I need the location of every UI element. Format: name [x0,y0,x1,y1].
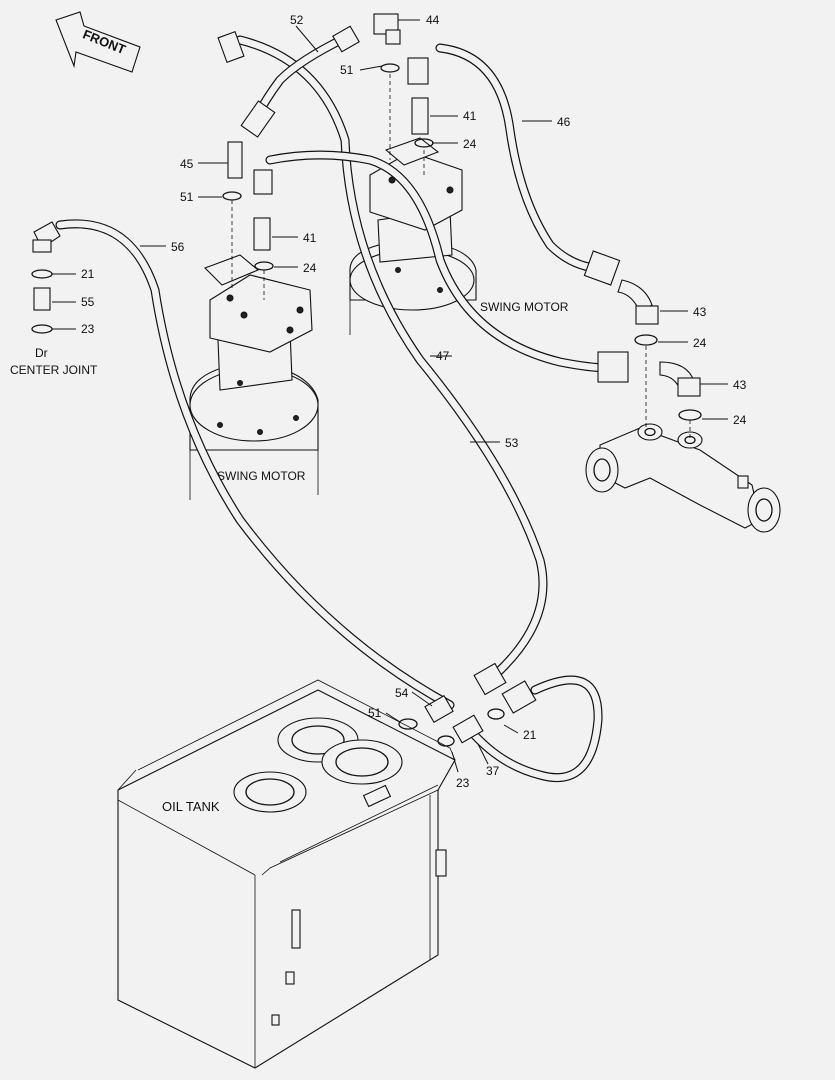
callout-51-top: 51 [340,63,354,77]
oil-tank-label: OIL TANK [162,799,220,814]
callout-43-upper: 43 [693,305,707,319]
callout-37: 37 [486,764,500,778]
callout-43-lower: 43 [733,378,747,392]
callout-21-center-joint: 21 [81,267,95,281]
callout-21-tank: 21 [523,728,537,742]
callout-23-tank: 23 [456,776,470,790]
callout-52: 52 [290,13,304,27]
callout-45: 45 [180,157,194,171]
callout-41-left: 41 [303,231,317,245]
callout-44: 44 [426,13,440,27]
swing-motor-left-label: SWING MOTOR [217,469,306,483]
callout-41-right: 41 [463,109,477,123]
center-joint-manifold [585,423,781,533]
callout-56: 56 [171,240,185,254]
tank-flange-middle [321,739,403,785]
callout-53: 53 [505,436,519,450]
tank-plate [362,784,392,808]
callout-leaders [52,19,728,773]
tank-flange-lower [233,771,307,813]
center-joint-port-label: Dr [35,346,48,360]
callout-23-center-joint: 23 [81,322,95,336]
fittings [31,13,702,747]
callout-46: 46 [557,115,571,129]
callout-24-right-top: 24 [463,137,477,151]
callout-51-left: 51 [180,190,194,204]
swing-motor-left: SWING MOTOR [189,254,319,500]
oil-tank: OIL TANK [117,679,456,1069]
callout-24-elbow-lower: 24 [733,413,747,427]
callout-24-left: 24 [303,261,317,275]
callout-54: 54 [395,686,409,700]
callouts: 52 44 51 46 41 24 45 51 41 24 56 21 55 2… [10,13,747,790]
callout-55: 55 [81,295,95,309]
callout-47: 47 [436,349,450,363]
hoses [55,33,615,783]
center-joint-label: CENTER JOINT [10,363,98,377]
level-gauge [291,909,301,949]
center-lines [231,74,691,440]
callout-24-elbow-upper: 24 [693,336,707,350]
front-arrow: FRONT [55,11,141,73]
callout-51-tank: 51 [368,706,382,720]
swing-motor-right-label: SWING MOTOR [480,300,569,314]
